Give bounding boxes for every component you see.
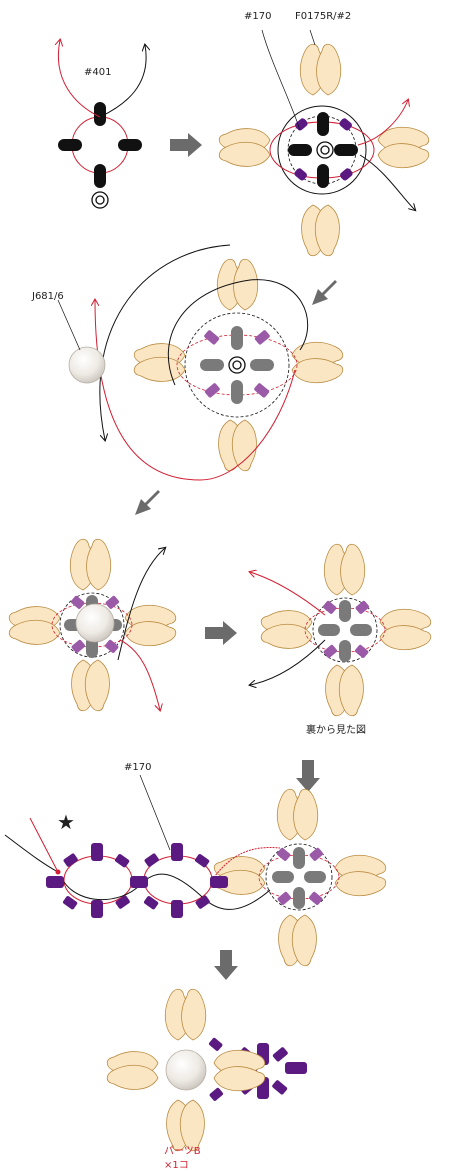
step-arrow-right <box>205 621 237 645</box>
black-thread <box>99 45 146 118</box>
bead-401-left <box>58 139 82 151</box>
petal-code-label: F0175R/#2 <box>295 11 352 22</box>
part-name-label: パーツB <box>164 1146 201 1157</box>
bead-401-top <box>94 102 106 126</box>
step-4-front-view <box>8 538 177 711</box>
final-part-b <box>106 988 307 1152</box>
bead-170-chain-label: #170 <box>124 762 152 773</box>
pearl-bead <box>68 346 106 384</box>
center-mark <box>91 191 109 209</box>
bead-170-label: #170 <box>244 11 272 22</box>
pearl-code-label: J681/6 <box>32 291 64 302</box>
step-arrow-down <box>296 760 320 792</box>
step-2-diagram <box>218 29 430 257</box>
step-5-diagram <box>4 774 387 967</box>
bead-401-label: #401 <box>84 67 112 78</box>
step-4-back-view <box>250 543 432 717</box>
step-3-diagram <box>57 244 344 481</box>
bead-401-bottom <box>94 164 106 188</box>
start-star-icon: ★ <box>57 810 75 834</box>
part-qty-label: ×1コ <box>164 1160 189 1171</box>
step-arrow-down-left <box>312 280 337 305</box>
step-arrow-down-left <box>135 490 160 515</box>
red-thread <box>58 40 101 118</box>
step-1-diagram <box>58 40 146 209</box>
step-arrow-down <box>214 950 238 980</box>
bead-401-right <box>118 139 142 151</box>
step-arrow-right <box>170 133 202 157</box>
back-view-caption: 裏から見た図 <box>306 725 366 736</box>
